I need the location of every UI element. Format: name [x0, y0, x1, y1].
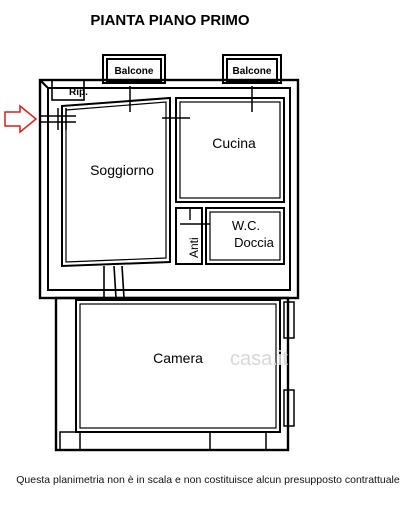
stair-passage [103, 265, 125, 299]
upper-inner-walls [39, 79, 291, 291]
plan-title: PIANTA PIANO PRIMO [90, 12, 250, 29]
camera-label: Camera [153, 350, 203, 366]
camera-room-outline [75, 299, 281, 433]
balcone-right-label: Balcone [233, 66, 272, 77]
balcone-left-label: Balcone [115, 66, 154, 77]
soggiorno-room-outline [61, 96, 171, 268]
watermark-text: casa.it [230, 348, 288, 370]
cucina-room-outline [175, 97, 285, 203]
rip-label: Rip. [69, 87, 88, 98]
wc-room-outline [205, 207, 285, 265]
doccia-label: Doccia [234, 235, 275, 250]
entrance-arrow-icon [4, 104, 38, 134]
disclaimer-note: Questa planimetria non è in scala e non … [16, 474, 400, 486]
balcone-left-outline [102, 54, 166, 84]
camera-windows [283, 301, 295, 427]
balcone-right-outline [222, 54, 282, 84]
rip-room-outline [51, 79, 85, 101]
wc-label: W.C. [232, 218, 260, 233]
cucina-label: Cucina [212, 135, 256, 151]
camera-bottom-windows [59, 431, 267, 451]
soggiorno-label: Soggiorno [90, 162, 154, 178]
anti-label: Anti [187, 237, 201, 258]
lower-outer-walls [54, 296, 290, 452]
